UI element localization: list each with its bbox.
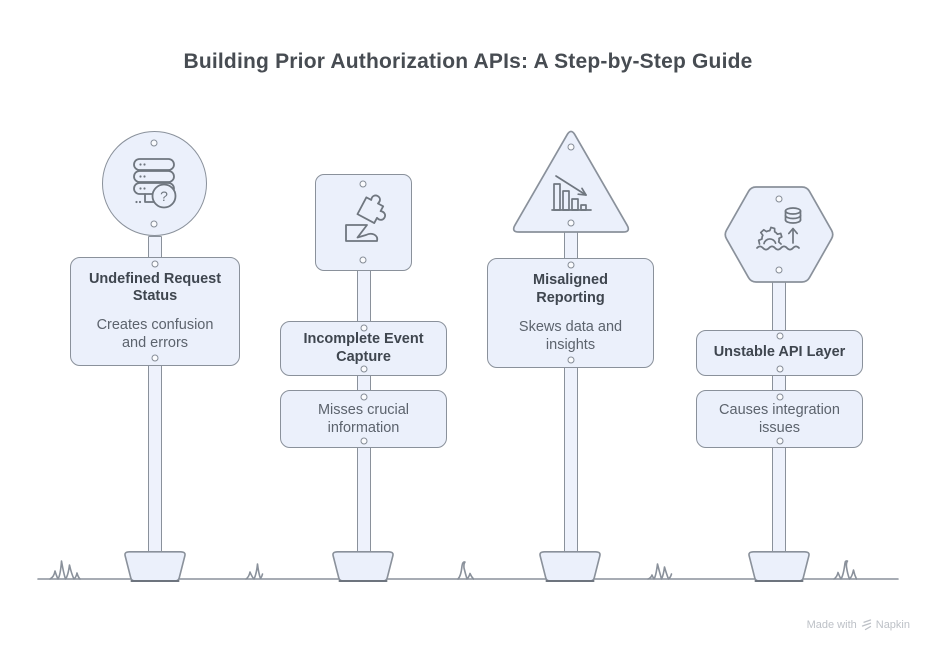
screw-icon — [776, 437, 783, 445]
board-subtitle: Misses crucial information — [317, 401, 410, 436]
screw-icon — [775, 195, 783, 203]
sign-board: Undefined Request Status Creates confusi… — [70, 257, 240, 366]
sign-board: Misaligned Reporting Skews data and insi… — [487, 258, 654, 368]
sign-board: Unstable API Layer — [696, 330, 863, 376]
board-title: Unstable API Layer — [713, 344, 846, 361]
screw-icon — [150, 220, 158, 228]
screw-icon — [359, 180, 367, 188]
page-title: Building Prior Authorization APIs: A Ste… — [183, 50, 753, 73]
screw-icon — [567, 261, 574, 269]
grass-tuft — [49, 560, 81, 580]
screw-icon — [360, 393, 367, 401]
grass-tuft — [833, 560, 858, 580]
screw-icon — [359, 256, 367, 264]
screw-icon — [151, 260, 159, 268]
screw-icon — [776, 393, 783, 401]
puzzle-hand-icon — [337, 192, 395, 250]
declining-bar-chart-icon — [546, 166, 596, 216]
watermark-brand: Napkin — [875, 619, 910, 631]
sign-pole — [357, 268, 371, 566]
board-title: Undefined Request Status — [88, 270, 222, 305]
board-subtitle: Skews data and insights — [518, 318, 623, 353]
square-sign — [315, 174, 412, 271]
hexagon-sign — [724, 186, 834, 283]
screw-icon — [567, 143, 575, 151]
sign-pole — [564, 230, 578, 566]
sign-pole — [148, 236, 162, 566]
board-title: Misaligned Reporting — [533, 272, 608, 306]
screw-icon — [151, 354, 159, 362]
watermark: Made with Napkin — [807, 619, 910, 631]
screw-icon — [150, 139, 158, 147]
screw-icon — [567, 356, 574, 364]
triangle-sign — [512, 130, 630, 233]
board-subtitle: Causes integration issues — [719, 401, 840, 436]
sinking-gear-database-icon — [750, 201, 808, 259]
circle-sign — [102, 131, 207, 236]
screw-icon — [567, 219, 575, 227]
grass-tuft — [457, 561, 475, 580]
grass-tuft — [245, 563, 264, 580]
screw-icon — [776, 332, 783, 340]
screw-icon — [360, 365, 367, 373]
grass-tuft — [647, 563, 673, 580]
sign-board: Incomplete Event Capture — [280, 321, 447, 376]
server-question-icon: ? — [127, 153, 183, 209]
question-mark-glyph: ? — [160, 188, 168, 204]
sign-board: Misses crucial information — [280, 390, 447, 448]
screw-icon — [360, 324, 367, 332]
board-title: Incomplete Event Capture — [303, 330, 424, 365]
ground — [37, 560, 899, 580]
screw-icon — [360, 437, 367, 445]
screw-icon — [775, 266, 783, 274]
sign-board: Causes integration issues — [696, 390, 863, 448]
board-subtitle: Creates confusion and errors — [96, 317, 214, 352]
screw-icon — [776, 365, 783, 373]
watermark-made-with: Made with — [806, 619, 857, 631]
napkin-logo-icon — [861, 619, 871, 631]
sign-pole — [772, 280, 786, 566]
